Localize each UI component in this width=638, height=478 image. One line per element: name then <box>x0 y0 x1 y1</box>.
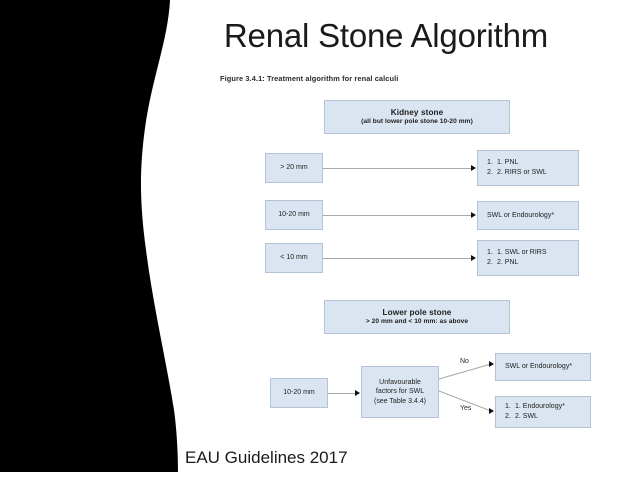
arrowhead-branch-yes-icon <box>489 407 494 414</box>
node-kidney-stone-title: Kidney stone <box>390 108 444 118</box>
node-decision-unfavourable-factors: Unfavourable factors for SWL (see Table … <box>361 366 439 418</box>
node-branch-yes-line-2: 2. SWL <box>515 413 538 420</box>
node-size-lt10mm: < 10 mm <box>265 243 323 273</box>
node-branch-yes-line-1: 1. Endourology* <box>515 402 565 410</box>
node-treatment-gt20mm: 1.1. PNL 2.2. RIRS or SWL <box>477 150 579 186</box>
node-decision-line-2: factors for SWL <box>375 388 425 396</box>
connector-lt10mm <box>323 258 471 259</box>
node-size-gt20mm: > 20 mm <box>265 153 323 183</box>
arrowhead-gt20mm-icon <box>471 164 476 171</box>
list-item: 1.1. SWL or RIRS <box>487 248 547 259</box>
arrowhead-branch-no-icon <box>489 360 494 367</box>
node-treatment-10to20mm-line-1: SWL or Endourology* <box>487 211 555 219</box>
node-lower-size-10to20mm-label: 10-20 mm <box>283 389 315 397</box>
list-item: 2.2. PNL <box>487 258 547 269</box>
page-title: Renal Stone Algorithm <box>223 17 549 54</box>
node-treatment-gt20mm-line-1: 1. PNL <box>497 158 519 166</box>
node-treatment-lt10mm-line-1: 1. SWL or RIRS <box>497 248 547 256</box>
node-kidney-stone: Kidney stone (all but lower pole stone 1… <box>324 100 510 134</box>
arrowhead-10to20mm-icon <box>471 211 476 218</box>
node-size-10to20mm-label: 10-20 mm <box>278 211 310 219</box>
connector-decision-branches <box>438 363 492 412</box>
node-branch-no-line-1: SWL or Endourology* <box>505 363 573 371</box>
footer-source-label: EAU Guidelines 2017 <box>185 448 348 467</box>
node-lower-pole-stone-title: Lower pole stone <box>382 308 452 318</box>
arrowhead-lt10mm-icon <box>471 254 476 261</box>
node-treatment-lt10mm-line-2: 2. PNL <box>497 259 519 266</box>
arrowhead-decision-icon <box>355 389 360 396</box>
node-treatment-lt10mm: 1.1. SWL or RIRS 2.2. PNL <box>477 240 579 276</box>
node-lower-pole-stone: Lower pole stone > 20 mm and < 10 mm: as… <box>324 300 510 334</box>
list-item: 2.2. RIRS or SWL <box>487 168 547 179</box>
figure-caption: Figure 3.4.1: Treatment algorithm for re… <box>220 74 399 83</box>
list-item: 1.1. PNL <box>487 158 547 169</box>
connector-gt20mm <box>323 168 471 169</box>
node-size-lt10mm-label: < 10 mm <box>280 254 308 262</box>
node-treatment-gt20mm-list: 1.1. PNL 2.2. RIRS or SWL <box>487 158 547 179</box>
list-item: 1.1. Endourology* <box>505 402 565 413</box>
node-treatment-10to20mm: SWL or Endourology* <box>477 201 579 230</box>
node-size-10to20mm: 10-20 mm <box>265 200 323 230</box>
branch-label-yes: Yes <box>460 405 472 412</box>
branch-label-no: No <box>460 358 469 365</box>
node-kidney-stone-subtitle: (all but lower pole stone 10-20 mm) <box>361 118 473 126</box>
node-branch-no-treatment: SWL or Endourology* <box>495 353 591 381</box>
node-lower-pole-stone-subtitle: > 20 mm and < 10 mm: as above <box>365 318 469 326</box>
node-lower-size-10to20mm: 10-20 mm <box>270 378 328 408</box>
node-decision-line-3: (see Table 3.4.4) <box>373 397 426 405</box>
node-branch-yes-treatment: 1.1. Endourology* 2.2. SWL <box>495 396 591 428</box>
node-size-gt20mm-label: > 20 mm <box>280 164 308 172</box>
node-treatment-lt10mm-list: 1.1. SWL or RIRS 2.2. PNL <box>487 248 547 269</box>
connector-10to20mm <box>323 215 471 216</box>
connector-lower-size-to-decision <box>328 393 355 394</box>
node-decision-line-1: Unfavourable <box>379 378 421 386</box>
node-treatment-gt20mm-line-2: 2. RIRS or SWL <box>497 169 547 176</box>
node-branch-yes-list: 1.1. Endourology* 2.2. SWL <box>505 402 565 423</box>
list-item: 2.2. SWL <box>505 412 565 423</box>
